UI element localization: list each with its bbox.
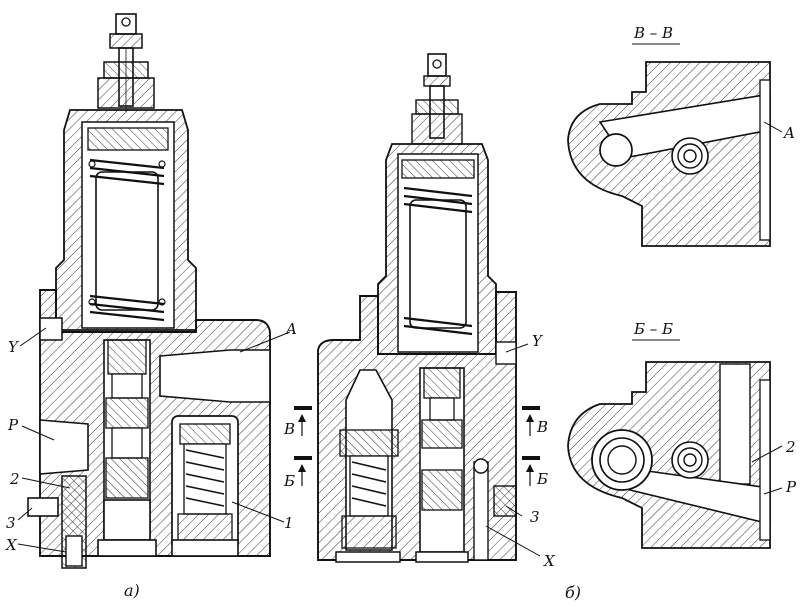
section-b-b: Б – Б 2 P [567, 320, 797, 549]
view-a-caption: а) [124, 581, 140, 600]
view-b-label-b-left: Б [283, 472, 295, 490]
view-b-label-v-right: В [536, 418, 548, 436]
view-a-leaders [17, 327, 291, 553]
view-b: Y В В Б Б 3 X б) [283, 53, 581, 602]
section-v-v-title: В – В [633, 24, 673, 42]
view-a-label-3: 3 [6, 514, 16, 532]
view-a-label-p: P [7, 416, 19, 434]
view-a-spring-housing [55, 109, 197, 331]
view-b-adjust-stem [411, 53, 463, 145]
view-a-label-x: X [5, 536, 18, 554]
section-b-b-title: Б – Б [633, 320, 673, 338]
view-a: Y A P 2 3 X 1 а) [5, 13, 297, 600]
view-a-label-a: A [284, 320, 297, 338]
section-b-b-label-p: P [785, 478, 797, 496]
view-a-valve-body [27, 289, 271, 569]
view-b-label-3: 3 [530, 508, 540, 526]
view-a-label-1: 1 [284, 514, 294, 532]
view-b-caption: б) [565, 583, 581, 602]
view-a-label-y: Y [8, 338, 20, 356]
view-b-leaders [485, 343, 541, 557]
view-a-label-2: 2 [9, 470, 20, 488]
section-v-v-label-a: A [782, 124, 795, 142]
section-b-b-label-2: 2 [785, 438, 796, 456]
view-b-section-markers [294, 406, 540, 486]
view-b-label-x: X [543, 552, 556, 570]
view-a-adjust-stem [97, 13, 155, 112]
section-v-v: В – В A [567, 24, 795, 247]
view-a-spring [88, 158, 166, 322]
view-b-label-b-right: Б [536, 470, 548, 488]
view-b-spring-housing [377, 143, 497, 355]
view-b-valve-body [317, 291, 517, 563]
view-b-label-v-left: В [283, 420, 295, 438]
view-b-label-y: Y [532, 332, 544, 350]
